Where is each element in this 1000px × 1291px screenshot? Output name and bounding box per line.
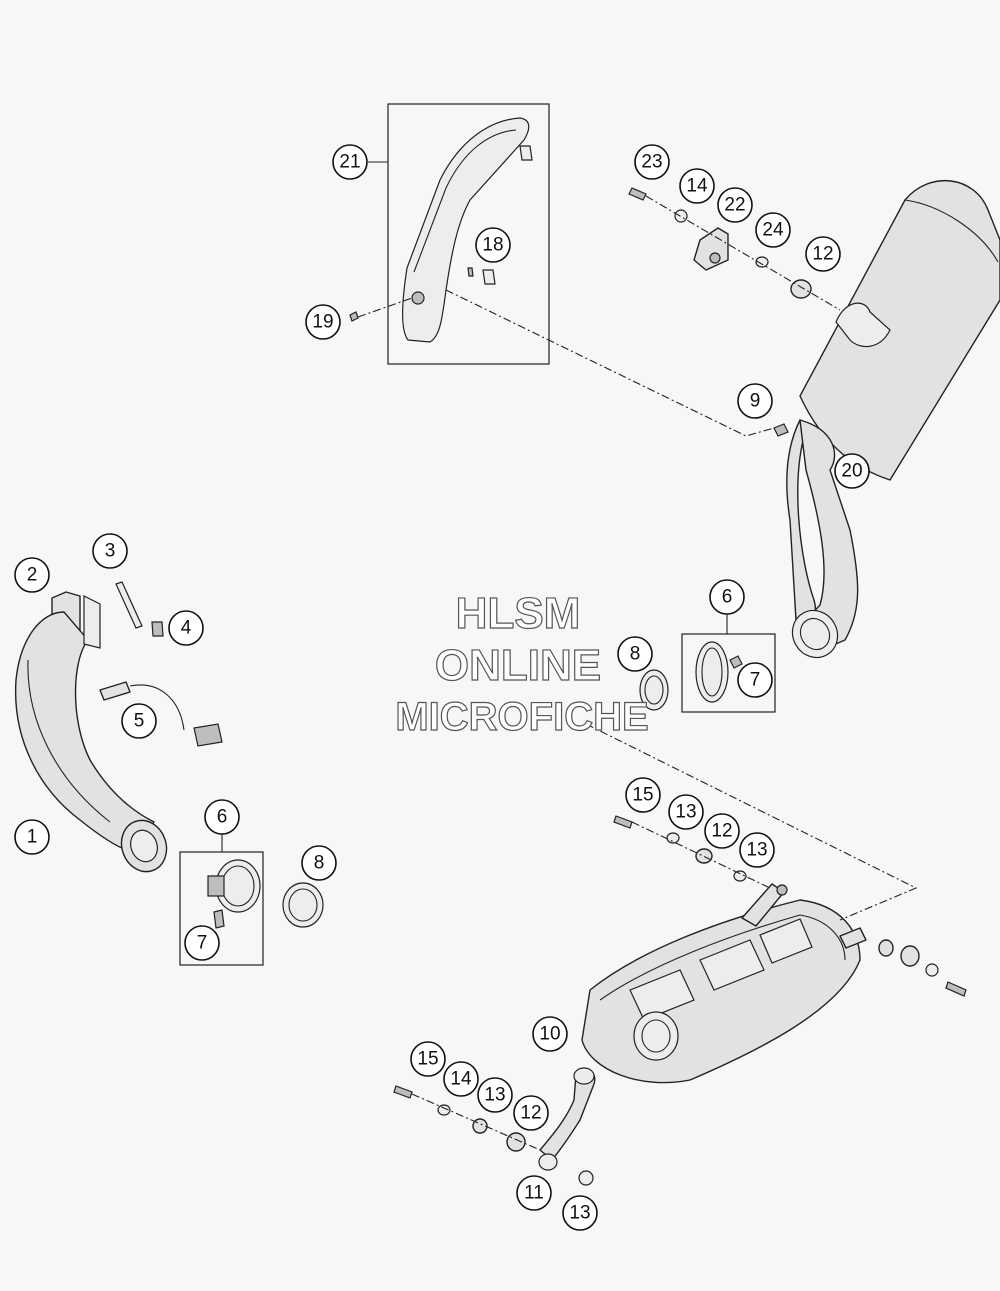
callout-13-d: 13 [562, 1195, 598, 1231]
svg-text:12: 12 [812, 244, 833, 265]
callout-19: 19 [305, 304, 341, 340]
svg-text:21: 21 [339, 152, 360, 173]
callout-6-left: 6 [204, 799, 240, 835]
svg-text:10: 10 [539, 1024, 560, 1045]
svg-text:7: 7 [197, 933, 208, 954]
callout-22: 22 [717, 187, 753, 223]
svg-text:7: 7 [750, 670, 761, 691]
svg-text:12: 12 [711, 821, 732, 842]
heat-shield-group [349, 103, 550, 365]
svg-text:13: 13 [675, 802, 696, 823]
callout-20: 20 [834, 453, 870, 489]
svg-text:5: 5 [134, 711, 145, 732]
svg-text:4: 4 [181, 618, 192, 639]
callout-13-b: 13 [739, 832, 775, 868]
svg-text:14: 14 [686, 176, 708, 197]
svg-text:2: 2 [27, 565, 38, 586]
svg-text:6: 6 [722, 587, 733, 608]
svg-text:13: 13 [484, 1085, 505, 1106]
clamp-left-group [179, 832, 324, 966]
callout-9: 9 [737, 383, 773, 419]
callout-4: 4 [168, 610, 204, 646]
catalyst-box-group [581, 723, 967, 1084]
callout-13-a: 13 [668, 794, 704, 830]
callout-13-c: 13 [477, 1077, 513, 1113]
callout-6-right: 6 [709, 579, 745, 615]
bracket-hardware-group [628, 187, 841, 311]
callout-14-top: 14 [679, 168, 715, 204]
callout-3: 3 [92, 533, 128, 569]
watermark-line-3: MICROFICHE [395, 695, 648, 739]
callout-7-right: 7 [737, 662, 773, 698]
callout-21: 21 [332, 144, 368, 180]
svg-text:20: 20 [841, 461, 862, 482]
watermark-line-2: ONLINE [435, 641, 601, 690]
svg-text:15: 15 [632, 785, 653, 806]
svg-text:3: 3 [105, 541, 116, 562]
callout-8-right: 8 [617, 636, 653, 672]
callout-7-left: 7 [184, 925, 220, 961]
svg-text:14: 14 [450, 1069, 472, 1090]
svg-text:12: 12 [520, 1103, 541, 1124]
callout-8-left: 8 [301, 845, 337, 881]
callout-10: 10 [532, 1016, 568, 1052]
silencer-group [445, 179, 1000, 659]
lower-bracket-group [393, 1067, 596, 1186]
callout-12-top: 12 [805, 236, 841, 272]
clamp-right-group [639, 614, 776, 713]
svg-text:23: 23 [641, 152, 662, 173]
svg-text:15: 15 [417, 1049, 438, 1070]
watermark: HLSM ONLINE MICROFICHE [395, 588, 650, 739]
svg-text:18: 18 [482, 235, 503, 256]
callout-24: 24 [755, 212, 791, 248]
callout-12-mid: 12 [704, 813, 740, 849]
callout-11: 11 [516, 1175, 552, 1211]
watermark-line-1: HLSM [456, 589, 581, 638]
header-pipe-group [14, 581, 223, 873]
callout-1: 1 [14, 819, 50, 855]
svg-text:22: 22 [724, 195, 745, 216]
svg-text:8: 8 [630, 644, 641, 665]
callout-12-bottom: 12 [513, 1095, 549, 1131]
callout-18: 18 [475, 227, 511, 263]
callout-15-top: 15 [625, 777, 661, 813]
callout-23: 23 [634, 144, 670, 180]
callout-14-bottom: 14 [443, 1061, 479, 1097]
svg-text:24: 24 [762, 220, 784, 241]
svg-text:13: 13 [746, 840, 767, 861]
callout-2: 2 [14, 557, 50, 593]
svg-text:8: 8 [314, 853, 325, 874]
svg-text:13: 13 [569, 1203, 590, 1224]
svg-text:19: 19 [312, 312, 333, 333]
svg-text:9: 9 [750, 391, 761, 412]
svg-text:6: 6 [217, 807, 228, 828]
callout-5: 5 [121, 703, 157, 739]
svg-text:1: 1 [27, 827, 38, 848]
callout-15-bottom: 15 [410, 1041, 446, 1077]
svg-text:11: 11 [524, 1183, 544, 1204]
